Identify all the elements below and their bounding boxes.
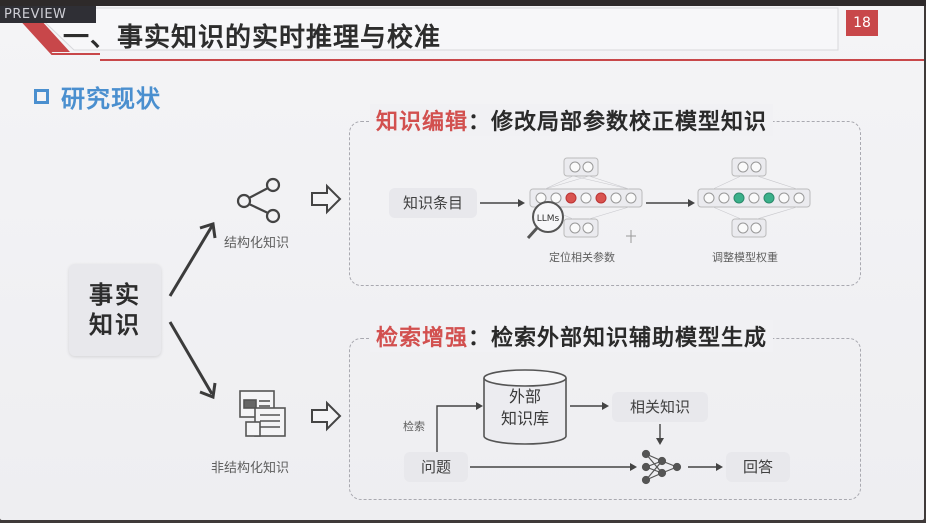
share-nodes-icon bbox=[236, 177, 281, 224]
edit-flow-arrows bbox=[480, 199, 695, 207]
knowledge-editing-title-accent: 知识编辑 bbox=[376, 110, 469, 135]
retrieval-flow-arrows bbox=[436, 402, 723, 471]
locate-parameters-label: 定位相关参数 bbox=[549, 251, 615, 264]
square-bullet-icon bbox=[34, 89, 49, 104]
page-title: 一、事实知识的实时推理与校准 bbox=[63, 23, 442, 53]
database-label-line-1: 外部 bbox=[508, 387, 541, 406]
section-heading-text: 研究现状 bbox=[61, 85, 161, 113]
hollow-arrow-top bbox=[311, 183, 342, 215]
retrieval-title-rest: ：检索外部知识辅助模型生成 bbox=[468, 326, 768, 351]
network-locate-diagram bbox=[529, 157, 643, 243]
section-heading: 研究现状 bbox=[34, 79, 161, 114]
knowledge-editing-title-rest: ：修改局部参数校正模型知识 bbox=[468, 110, 768, 135]
structured-knowledge-label: 结构化知识 bbox=[224, 236, 290, 251]
external-knowledge-base-label: 外部 知识库 bbox=[484, 386, 566, 430]
fact-box-line-2: 知识 bbox=[89, 311, 141, 339]
page-number-badge: 18 bbox=[846, 10, 878, 36]
fact-box-line-1: 事实 bbox=[89, 281, 141, 309]
branch-arrow-up bbox=[168, 222, 217, 297]
hollow-arrow-bottom bbox=[311, 400, 342, 432]
adjust-weights-label: 调整模型权重 bbox=[712, 251, 778, 264]
magnifier-icon: LLMs bbox=[526, 201, 564, 240]
fact-knowledge-box: 事实 知识 bbox=[69, 264, 161, 356]
database-cylinder-icon bbox=[483, 369, 567, 445]
retrieve-label: 检索 bbox=[403, 420, 425, 433]
knowledge-item-chip: 知识条目 bbox=[389, 188, 477, 218]
knowledge-editing-title: 知识编辑：修改局部参数校正模型知识 bbox=[370, 104, 774, 136]
branch-arrow-down bbox=[168, 321, 217, 400]
network-adjust-diagram bbox=[697, 157, 811, 238]
title-underline bbox=[100, 59, 924, 61]
top-edge-bar bbox=[0, 0, 926, 6]
answer-chip: 回答 bbox=[726, 452, 790, 482]
llm-badge-text: LLMs bbox=[537, 214, 560, 224]
question-chip: 问题 bbox=[404, 452, 468, 482]
database-label-line-2: 知识库 bbox=[500, 409, 549, 428]
neural-network-icon bbox=[641, 449, 682, 485]
retrieval-augmentation-title: 检索增强：检索外部知识辅助模型生成 bbox=[370, 320, 774, 352]
documents-icon bbox=[239, 390, 286, 437]
preview-badge: PREVIEW bbox=[0, 6, 96, 23]
retrieval-title-accent: 检索增强 bbox=[376, 326, 469, 351]
unstructured-knowledge-label: 非结构化知识 bbox=[211, 461, 290, 476]
related-knowledge-chip: 相关知识 bbox=[612, 392, 708, 422]
